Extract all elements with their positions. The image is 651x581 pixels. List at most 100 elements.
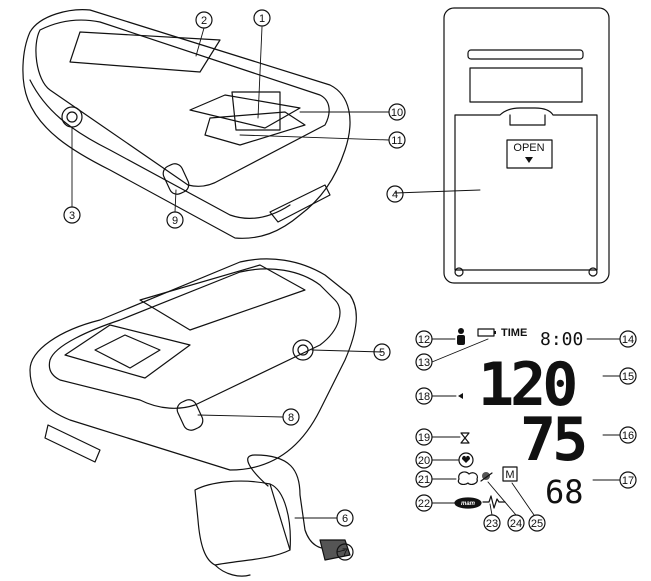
- svg-text:15: 15: [622, 371, 634, 383]
- callout-13: 13: [415, 353, 433, 371]
- device-front-view: [29, 258, 357, 471]
- callout-22: 22: [415, 494, 433, 512]
- svg-text:13: 13: [418, 357, 430, 369]
- callout-12: 12: [415, 330, 433, 348]
- device-top-slider: [162, 163, 190, 195]
- callout-21: 21: [415, 470, 433, 488]
- callout-3: 3: [63, 206, 81, 224]
- cuff-fold: [269, 483, 291, 551]
- callout-2: 2: [195, 11, 213, 29]
- svg-text:23: 23: [486, 518, 498, 530]
- svg-text:17: 17: [622, 475, 634, 487]
- device-back-view: OPEN: [443, 7, 610, 284]
- device-back-window: [469, 67, 583, 103]
- pulse-readout: 68: [545, 473, 584, 511]
- callout-11: 11: [388, 131, 406, 149]
- device-top-socket-outer: [61, 106, 83, 128]
- device-back-screw-right: [588, 267, 598, 277]
- callout-25: 25: [528, 514, 546, 532]
- svg-text:4: 4: [392, 189, 398, 201]
- movement-icon: [480, 472, 493, 482]
- svg-text:24: 24: [510, 518, 522, 530]
- device-front-button-inner: [94, 334, 161, 369]
- mam-label: mam: [461, 501, 476, 507]
- callout-7: 7: [336, 543, 354, 561]
- indicator-arrow-icon: [458, 393, 463, 399]
- device-top-display-window: [69, 31, 221, 73]
- svg-text:3: 3: [69, 210, 75, 222]
- svg-text:8: 8: [288, 412, 294, 424]
- time-label: TIME: [501, 327, 527, 339]
- callout-6: 6: [336, 509, 354, 527]
- leader-lines: [71, 26, 621, 553]
- device-top-body: [22, 9, 351, 239]
- device-front-slider: [176, 399, 204, 431]
- svg-text:11: 11: [391, 135, 402, 147]
- device-front-button-outer: [64, 324, 191, 379]
- device-back-latch: [509, 114, 546, 126]
- svg-text:2: 2: [201, 15, 207, 27]
- heart-icon: [458, 452, 474, 468]
- svg-text:9: 9: [172, 215, 178, 227]
- cuff-tube: [247, 454, 331, 550]
- open-label: OPEN: [513, 142, 544, 154]
- callout-24: 24: [507, 514, 525, 532]
- device-front-socket-inner: [297, 344, 309, 356]
- diastolic-readout: 75: [520, 405, 585, 475]
- svg-text:1: 1: [259, 13, 265, 25]
- device-top-button-inner: [231, 91, 281, 131]
- callout-15: 15: [619, 367, 637, 385]
- device-back-body: [443, 7, 610, 284]
- svg-text:19: 19: [418, 432, 430, 444]
- svg-text:22: 22: [418, 498, 430, 510]
- device-top-view: [22, 9, 351, 239]
- battery-tip-icon: [494, 331, 496, 334]
- svg-text:21: 21: [418, 474, 430, 486]
- svg-text:18: 18: [418, 391, 430, 403]
- device-top-socket-inner: [66, 111, 78, 123]
- svg-text:6: 6: [342, 513, 348, 525]
- callout-19: 19: [415, 428, 433, 446]
- device-front-body: [29, 258, 357, 471]
- lcd-display: TIME 8:00 120 75 68 M mam: [454, 327, 589, 511]
- callout-20: 20: [415, 451, 433, 469]
- svg-text:7: 7: [342, 547, 348, 559]
- device-top-foot: [269, 184, 331, 223]
- callout-5: 5: [373, 343, 391, 361]
- svg-text:16: 16: [622, 430, 634, 442]
- callouts: 1 2 3 4 5 6 7 8 9 10 11 12 13 14 15 16 1…: [63, 9, 637, 561]
- device-back-door: [454, 107, 598, 271]
- device-top-side-edge: [29, 79, 291, 220]
- callout-4: 4: [386, 185, 404, 203]
- memory-label: M: [505, 469, 514, 481]
- svg-text:20: 20: [418, 455, 430, 467]
- callout-8: 8: [282, 408, 300, 426]
- callout-14: 14: [619, 330, 637, 348]
- device-front-display-window: [139, 264, 306, 331]
- device-back-slot: [467, 49, 584, 60]
- memory-box: [502, 466, 518, 482]
- svg-text:5: 5: [379, 347, 385, 359]
- device-back-screw-left: [454, 267, 464, 277]
- hourglass-icon: [460, 432, 470, 444]
- device-top-button-lower: [204, 111, 306, 146]
- device-top-button-outer: [189, 94, 301, 129]
- callout-17: 17: [619, 471, 637, 489]
- callout-1: 1: [253, 9, 271, 27]
- callout-10: 10: [388, 103, 406, 121]
- open-arrow-icon: [525, 157, 533, 163]
- callout-23: 23: [483, 514, 501, 532]
- user-icon: [457, 328, 465, 345]
- systolic-readout: 120: [478, 350, 575, 420]
- cuff-lower-flap: [214, 564, 251, 577]
- open-tab: [506, 139, 553, 169]
- device-front-top-surface: [48, 268, 341, 409]
- device-front-foot: [44, 424, 101, 463]
- cuff-body: [194, 480, 291, 566]
- time-readout: 8:00: [540, 329, 583, 350]
- irregular-heartbeat-icon: [457, 471, 478, 485]
- callout-16: 16: [619, 426, 637, 444]
- callout-9: 9: [166, 211, 184, 229]
- battery-icon: [477, 328, 495, 337]
